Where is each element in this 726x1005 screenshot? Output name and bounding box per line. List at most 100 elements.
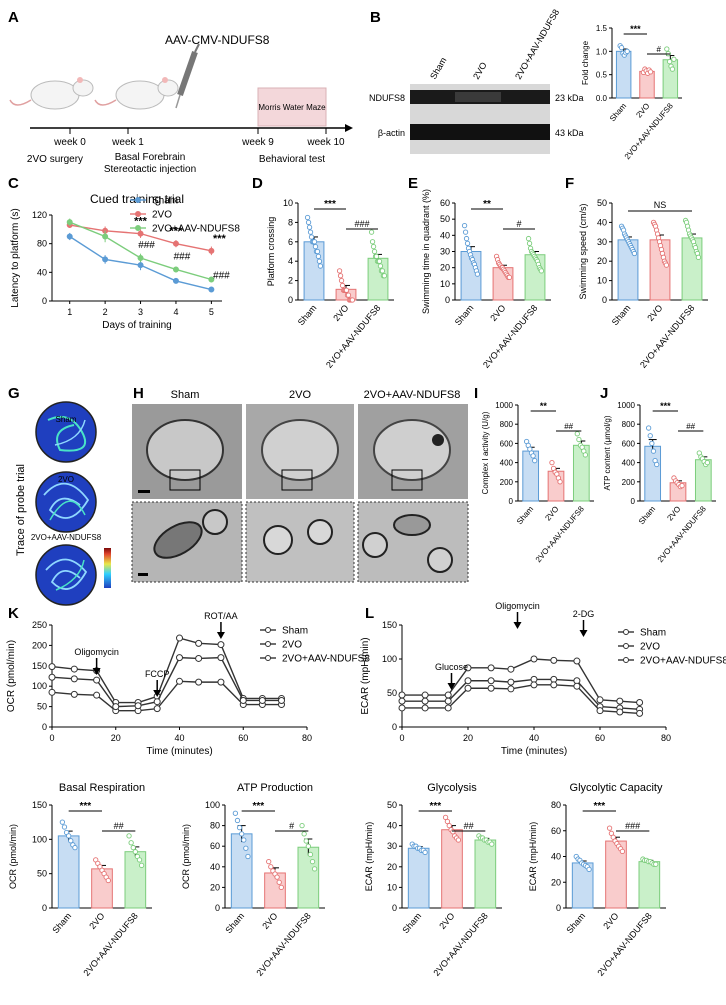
data-point — [422, 849, 428, 856]
x-tick-label: 2VO — [634, 102, 651, 120]
y-tick-label: 50 — [387, 800, 397, 810]
panel-i-letter: I — [474, 385, 478, 402]
legend-label: Sham — [640, 628, 666, 639]
y-tick-label: 0.0 — [596, 94, 608, 103]
data-point — [671, 56, 677, 62]
probe-trace-circle — [35, 544, 97, 606]
y-tick-label: 20 — [597, 256, 607, 266]
sig-label: NS — [654, 200, 667, 210]
data-point — [337, 273, 344, 279]
sig-label: ## — [464, 821, 474, 831]
data-point — [137, 255, 144, 261]
y-tick-label: 4 — [288, 256, 293, 266]
data-point — [208, 276, 215, 283]
y-tick-label: 50 — [37, 869, 47, 879]
legend-label: 2VO+AAV-NDUFS8 — [640, 656, 726, 667]
data-point — [172, 277, 179, 284]
y-tick-label: 400 — [500, 459, 514, 468]
y-axis-label: ATP content (μmol/g) — [603, 415, 612, 490]
data-point — [550, 656, 558, 664]
y-tick-label: 0 — [42, 903, 47, 913]
y-tick-label: 200 — [622, 478, 636, 487]
em-column-label: Sham — [171, 389, 200, 401]
data-point — [138, 862, 145, 869]
data-point — [315, 253, 322, 260]
injection-label: FCCP — [145, 669, 170, 679]
y-tick-label: 20 — [440, 263, 450, 273]
x-axis-label: Time (minutes) — [501, 746, 567, 757]
data-point — [195, 654, 203, 662]
em-zoom-image — [131, 501, 243, 583]
data-point — [379, 268, 386, 274]
x-tick-label: 2VO — [645, 303, 664, 323]
y-tick-label: 50 — [597, 198, 607, 208]
data-point — [72, 844, 78, 851]
data-point — [195, 678, 203, 686]
data-point — [376, 258, 383, 264]
y-tick-label: 200 — [32, 640, 47, 650]
data-point — [136, 857, 143, 863]
data-point — [444, 818, 451, 825]
data-point — [398, 697, 406, 705]
data-point — [421, 691, 429, 699]
y-tick-label: 40 — [551, 852, 561, 862]
y-axis-label: OCR (pmol/min) — [181, 824, 191, 889]
y-tick-label: 30 — [597, 237, 607, 247]
panel-d-letter: D — [252, 175, 263, 192]
y-axis-label: ECAR (mpH/min) — [528, 822, 538, 892]
data-point — [70, 690, 78, 698]
y-axis-label: Complex Ⅰ activity (U/g) — [481, 411, 490, 494]
x-tick-label: 2VO — [437, 911, 456, 931]
data-point — [132, 849, 138, 855]
x-tick-label: Sham — [564, 911, 587, 935]
event-label: Basal Forebrain — [115, 152, 186, 163]
x-tick-label: 60 — [595, 733, 605, 743]
y-tick-label: 50 — [440, 214, 450, 224]
data-point — [487, 684, 495, 692]
trace-label: 2VO — [58, 475, 74, 484]
data-point — [312, 243, 319, 250]
data-point — [130, 844, 136, 851]
data-point — [582, 452, 589, 458]
y-tick-label: 50 — [387, 688, 397, 698]
data-point — [624, 48, 630, 54]
em-zoom-image — [357, 501, 469, 583]
legend-marker — [623, 643, 629, 649]
y-tick-label: 0 — [42, 722, 47, 732]
y-tick-label: 30 — [387, 841, 397, 851]
y-tick-label: 0 — [288, 295, 293, 305]
data-point — [338, 277, 345, 284]
data-point — [538, 268, 545, 274]
data-point — [304, 214, 311, 221]
panel-b: B Sham 2VO 2VO+AAV-NDUFS8 NDUFS8 β-actin… — [369, 7, 584, 154]
sig-label: ** — [540, 401, 548, 411]
y-axis-label: ECAR (mpH/min) — [360, 637, 371, 714]
legend-label: 2VO — [640, 642, 660, 653]
y-tick-label: 0 — [42, 296, 47, 306]
data-point — [464, 664, 472, 672]
em-image — [358, 404, 468, 499]
x-tick-label: 40 — [174, 733, 184, 743]
panel-k-letter: K — [8, 605, 19, 622]
y-tick-label: 60 — [440, 198, 450, 208]
y-tick-label: 120 — [32, 210, 47, 220]
y-tick-label: 1.5 — [596, 24, 608, 33]
data-point — [444, 691, 452, 699]
data-point — [421, 697, 429, 705]
sig-label: *** — [324, 199, 336, 210]
x-tick-label: Sham — [296, 303, 319, 327]
data-point — [487, 664, 495, 672]
x-tick-label: 2 — [103, 307, 108, 317]
data-point — [217, 678, 225, 686]
data-point — [307, 229, 314, 235]
data-point — [550, 681, 558, 689]
data-point — [339, 282, 346, 289]
data-point — [93, 691, 101, 699]
data-point — [305, 219, 312, 226]
bar — [230, 833, 253, 909]
y-tick-label: 0 — [445, 295, 450, 305]
